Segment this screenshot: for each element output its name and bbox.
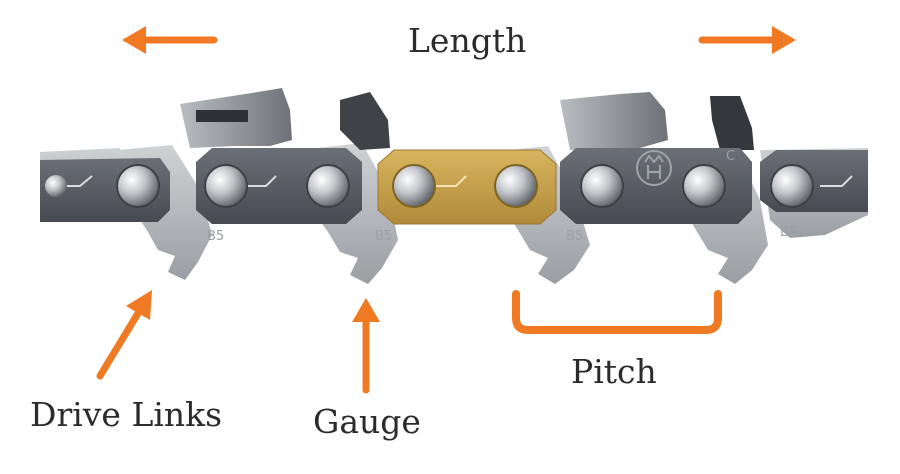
length-left-arrow-icon (122, 26, 218, 54)
husqvarna-crown-logo-icon (636, 150, 672, 186)
rivet (306, 164, 350, 208)
link-code-stamp: B5 (207, 229, 224, 244)
annotation-arrows (96, 26, 796, 394)
pitch-label: Pitch (571, 352, 657, 391)
rivet (204, 164, 248, 208)
drive-links-label: Drive Links (30, 395, 223, 434)
cutter-letter-stamp: C (726, 149, 735, 164)
rivet (392, 164, 436, 208)
length-right-arrow-icon (698, 26, 796, 54)
rivet (494, 164, 538, 208)
link-connectors (62, 175, 853, 187)
rivet (580, 164, 624, 208)
link-code-stamp: B5 (780, 225, 797, 240)
gauge-label: Gauge (313, 402, 421, 441)
rivets (45, 164, 814, 208)
cutters (180, 88, 754, 150)
cutter-right-depth (710, 96, 754, 150)
length-label: Length (408, 21, 527, 60)
cutter-right (560, 92, 668, 150)
rivet (770, 164, 814, 208)
rivet (116, 164, 160, 208)
pitch-bracket-icon (512, 290, 722, 334)
drive-links-arrow-icon (96, 290, 152, 380)
link-code-stamp: B5 (375, 229, 392, 244)
gauge-arrow-icon (352, 298, 380, 394)
rivet (45, 175, 67, 197)
cutter-left-depth (340, 92, 390, 150)
rivet (682, 164, 726, 208)
cutter-left-slot (196, 110, 248, 122)
link-code-stamp: B5 (566, 229, 583, 244)
